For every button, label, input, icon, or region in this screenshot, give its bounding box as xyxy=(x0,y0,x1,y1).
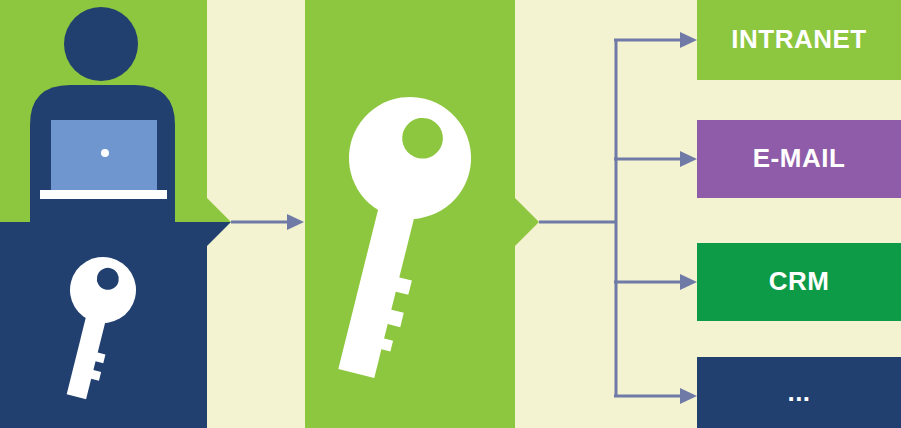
system-box: ... xyxy=(697,357,901,428)
laptop-screen xyxy=(51,120,157,190)
sso-panel xyxy=(305,0,515,428)
laptop-dot xyxy=(101,149,109,157)
user-body xyxy=(30,85,175,222)
arrow-line xyxy=(231,221,292,224)
system-box: INTRANET xyxy=(697,0,901,80)
laptop-base xyxy=(40,190,167,199)
panel-notch xyxy=(515,198,539,246)
system-label: CRM xyxy=(769,267,830,297)
user-head xyxy=(64,7,138,81)
key-icon xyxy=(44,250,143,405)
fan-out-heads xyxy=(680,32,697,404)
arrow-head xyxy=(287,214,304,230)
key-panel xyxy=(0,222,207,428)
system-label: E-MAIL xyxy=(753,144,846,174)
panel-notch xyxy=(207,198,231,222)
panel-notch xyxy=(207,222,231,246)
fan-out-lines xyxy=(539,40,684,396)
system-label: ... xyxy=(787,378,810,408)
key-icon xyxy=(297,84,484,388)
system-box: E-MAIL xyxy=(697,120,901,198)
system-box: CRM xyxy=(697,243,901,321)
system-label: INTRANET xyxy=(731,25,866,55)
user-panel xyxy=(0,0,207,222)
